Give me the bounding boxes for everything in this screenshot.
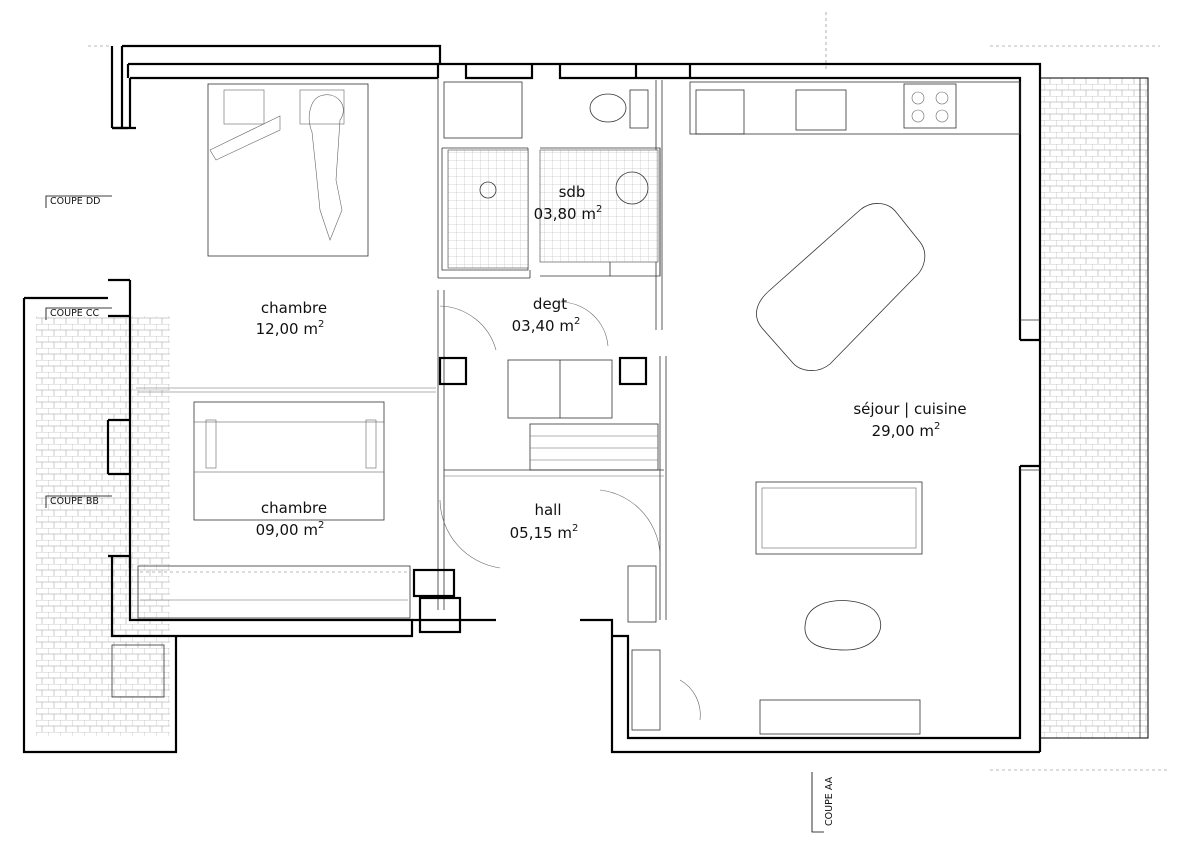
- sofa: [755, 481, 923, 555]
- section-label: COUPE DD: [50, 196, 100, 207]
- room-name: degt: [533, 295, 567, 313]
- section-marker-dd: COUPE DD: [45, 195, 112, 208]
- area-unit-exponent: 2: [934, 421, 940, 432]
- svg-text:03,40 m2: 03,40 m2: [512, 316, 581, 335]
- section-marker-bb: COUPE BB: [45, 495, 112, 508]
- room-label-chambre-1: chambre 12,00 m2: [256, 299, 327, 338]
- door-swings: [439, 301, 701, 721]
- room-name: chambre: [261, 499, 327, 517]
- projection-lines: [88, 12, 1170, 771]
- bed-single: [193, 401, 385, 521]
- area-unit-exponent: 2: [596, 204, 602, 215]
- svg-text:09,00 m2: 09,00 m2: [256, 520, 325, 539]
- area-unit-exponent: 2: [574, 316, 580, 327]
- room-label-chambre-2: chambre 09,00 m2: [256, 499, 327, 539]
- room-area: 29,00 m: [872, 422, 934, 440]
- room-name: sdb: [559, 183, 586, 201]
- svg-text:29,00 m2: 29,00 m2: [872, 421, 941, 440]
- terrace-right: [1039, 77, 1149, 739]
- wardrobe: [137, 565, 462, 634]
- section-label: COUPE CC: [50, 308, 99, 319]
- rug: [804, 600, 881, 651]
- exterior-walls: [106, 44, 1042, 754]
- area-unit-exponent: 2: [318, 520, 324, 531]
- section-label: COUPE AA: [824, 776, 835, 826]
- room-area: 03,40 m: [512, 317, 574, 335]
- room-label-degt: degt 03,40 m2: [512, 295, 581, 335]
- room-area: 05,15 m: [510, 524, 572, 542]
- kitchen-counter: [689, 81, 1021, 135]
- room-area: 09,00 m: [256, 521, 318, 539]
- room-area: 12,00 m: [256, 320, 318, 338]
- svg-text:12,00 m2: 12,00 m2: [256, 319, 325, 338]
- dining-table: [756, 203, 926, 371]
- room-name: séjour | cuisine: [853, 400, 966, 418]
- section-label: COUPE BB: [50, 496, 99, 507]
- room-label-sdb: sdb 03,80 m2: [534, 183, 603, 223]
- room-name: hall: [534, 501, 561, 519]
- svg-text:05,15 m2: 05,15 m2: [510, 523, 579, 542]
- tv-unit: [759, 699, 921, 735]
- section-marker-cc: COUPE CC: [45, 307, 112, 320]
- balcony-left: [22, 296, 178, 754]
- bathroom-fixtures: [443, 81, 659, 269]
- room-name: chambre: [261, 299, 327, 317]
- room-label-hall: hall 05,15 m2: [510, 501, 579, 542]
- room-area: 03,80 m: [534, 205, 596, 223]
- area-unit-exponent: 2: [318, 319, 324, 330]
- hall-storage: [438, 356, 661, 731]
- bed-double: [207, 83, 369, 257]
- room-label-sejour: séjour | cuisine 29,00 m2: [853, 400, 966, 440]
- area-unit-exponent: 2: [572, 523, 578, 534]
- section-marker-aa: COUPE AA: [811, 772, 835, 833]
- svg-text:03,80 m2: 03,80 m2: [534, 204, 603, 223]
